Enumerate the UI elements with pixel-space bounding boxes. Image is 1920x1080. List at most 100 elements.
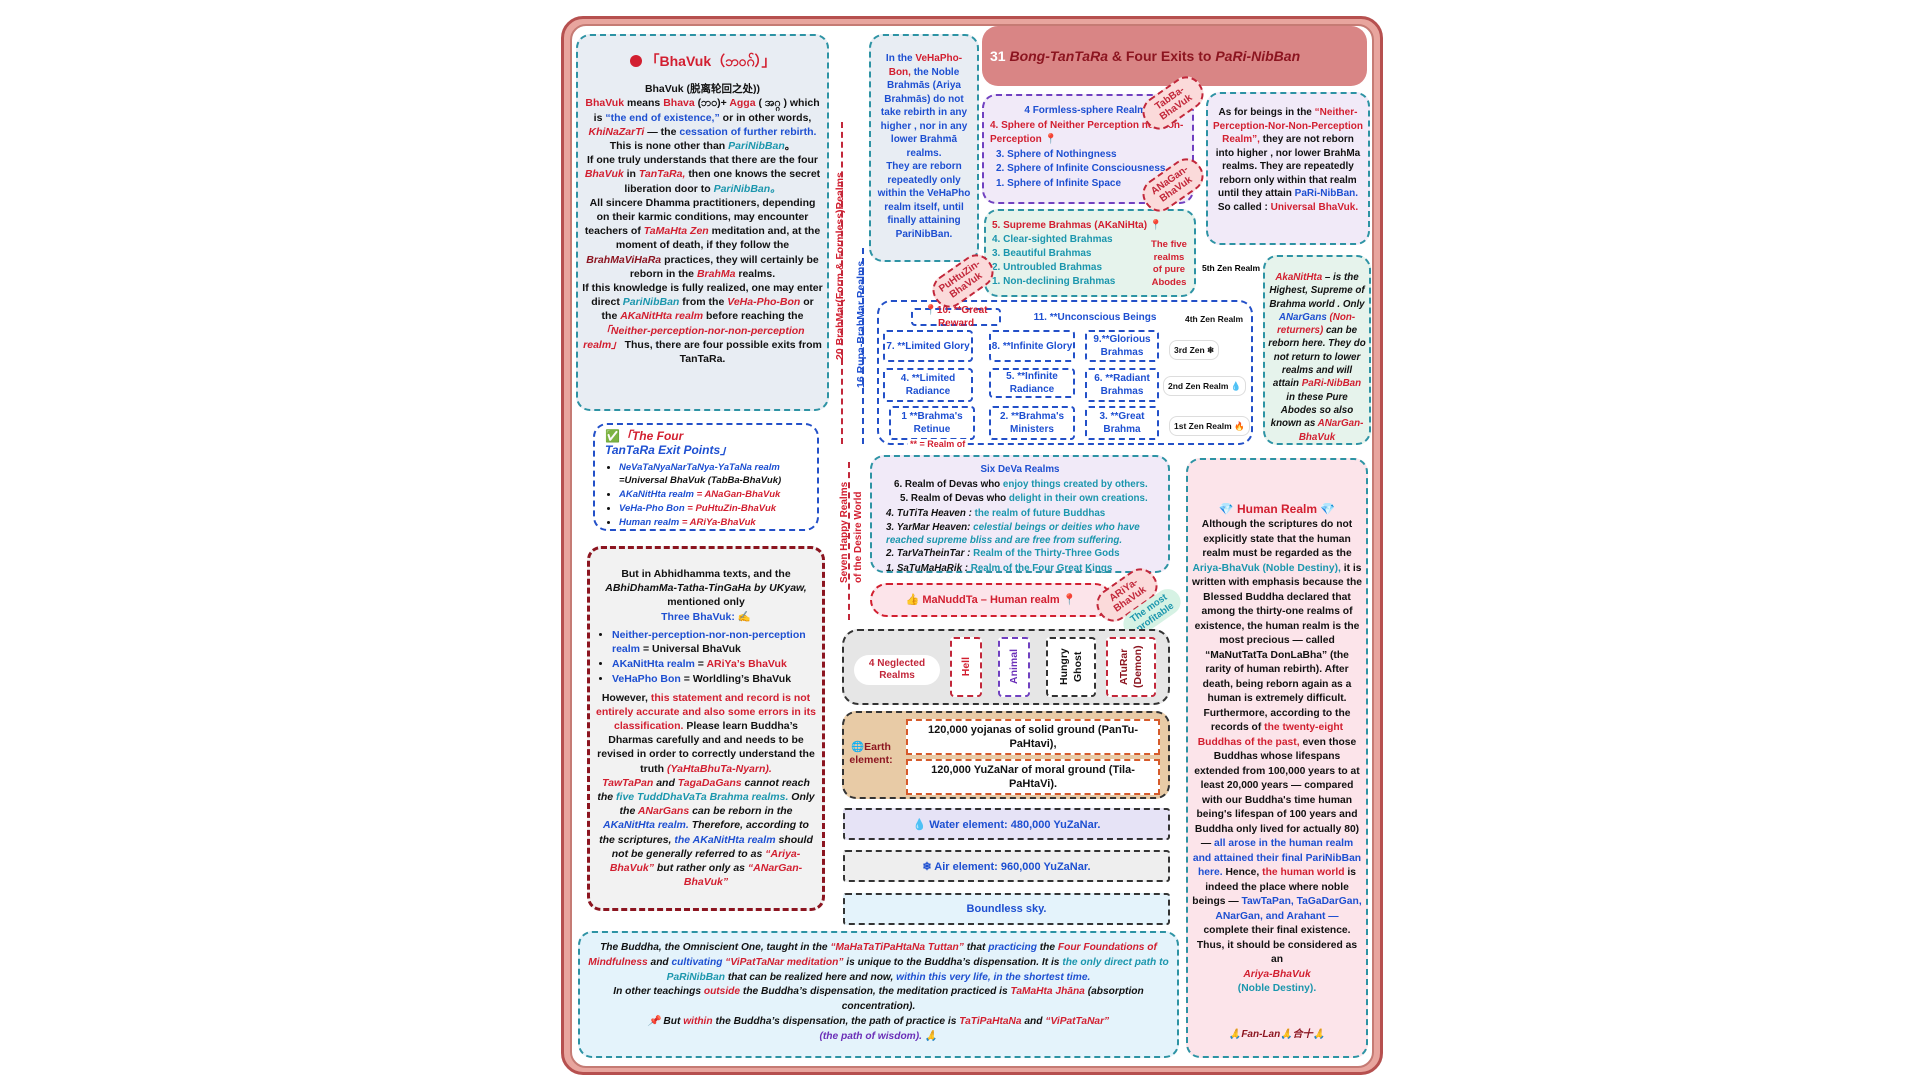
deva-item: 6. Realm of Devas who enjoy things creat… (878, 478, 1162, 493)
neglected-label: 4 Neglected Realms (854, 655, 940, 685)
anargans-term: ANarGans (1278, 311, 1327, 323)
neglected-realms-panel: 4 Neglected Realms Hell Animal Hungry Gh… (842, 629, 1170, 705)
deva-name: 1. SaTuMaHaRik : (886, 562, 969, 574)
path-of-wisdom: (the path of wisdom). (819, 1030, 922, 1042)
exit-item: NeVaTaNyaNarTaNya-YaTaNa realm=Universal… (619, 461, 811, 487)
deva-item: 3. YarMar Heaven: celestial beings or de… (878, 521, 1162, 547)
text: then one knows the secret liberation doo… (624, 168, 821, 195)
human-realm-panel: 💎 Human Realm 💎 Although the scriptures … (1186, 458, 1368, 1058)
deva-item: 2. TarVaTheinTar : Realm of the Thirty-T… (878, 547, 1162, 562)
text: realms. (738, 267, 776, 280)
text: (absorption concentration). (841, 986, 1144, 1013)
text: the Buddha’s dispensation, the meditatio… (742, 986, 1008, 998)
neglected-animal: Animal (998, 637, 1030, 697)
abhidhamma-correction: However, this statement and record is no… (594, 691, 818, 776)
pure-abode-item: 4. Clear-sighted Brahmas (992, 234, 1113, 245)
parinibban-term: PariNibBan (728, 140, 785, 153)
neglected-hungry-ghost: Hungry Ghost (1046, 637, 1096, 697)
neither-perception-term: 「Neither-perception-nor-non-perception r… (583, 324, 805, 351)
neither-perception-note: As for beings in the “Neither-Perception… (1206, 92, 1370, 245)
exit-item: VeHa-Pho Bon = PuHtuZin-BhaVuk (619, 502, 811, 515)
text: ( အဂ္ဂ ) which is (593, 97, 820, 124)
text: In other teachings (613, 986, 701, 998)
zen-1-label: 1st Zen Realm 🔥 (1169, 416, 1250, 437)
form-realm-8: 8. **Infinite Glory (989, 330, 1075, 362)
bhavuk-subtitle: BhaVuk (脱离轮回之处)) (644, 83, 761, 96)
text: = (697, 658, 704, 671)
vipattanar-meditation: “ViPatTaNar meditation” (725, 956, 844, 968)
noble-beings: TawTaPan, TaGaDarGan, ANarGan, and Araha… (1215, 896, 1362, 922)
realm-footnote: ** = Realm of (908, 439, 968, 449)
text: or in other words, (722, 111, 812, 124)
air-element: ❄ Air element: 960,000 YuZaNar. (843, 850, 1170, 882)
text: is indeed the place where noble beings — (1192, 867, 1356, 907)
text: – is the Highest, Supreme of Brahma worl… (1269, 272, 1365, 310)
brahmar-arrow (841, 122, 843, 444)
tamahta-term: TaMaHta Zen (643, 225, 709, 238)
pure-abodes-label: The five realms of pure Abodes (1151, 239, 1187, 288)
parinibban-term: PariNibBan。 (713, 182, 781, 195)
neglected-animal-label: Animal (1007, 649, 1020, 685)
bhavuk-heading: 「BhaVuk（ဘဝဂ်）」 (582, 54, 823, 68)
parinibban-term: PariNibBan (622, 296, 680, 309)
deva-desc: celestial beings or deities who have rea… (886, 522, 1140, 546)
neglected-hell: Hell (950, 637, 982, 697)
brahmavihara-term: BrahMaViHaRa (586, 253, 662, 266)
parinibban-term: PaRi-NibBan. (1294, 188, 1359, 199)
text: should not be generally referred to as (611, 833, 813, 860)
check-icon: ✅ (605, 429, 620, 443)
form-realms-panel: 📍10. **Great Reward 11. **Unconscious Be… (877, 300, 1253, 445)
form-realm-6: 6. **Radiant Brahmas (1085, 368, 1159, 402)
bhavuk-item-realm: VeHaPho Bon (612, 673, 681, 686)
arose-in-human-realm: all arose in the human realm and attaine… (1192, 838, 1362, 878)
akanittha-term: AKaNitHta realm (620, 310, 704, 323)
akanittha-note: AkaNitHta – is the Highest, Supreme of B… (1263, 255, 1371, 445)
happy-label-b: of the Desire World (853, 491, 864, 584)
pure-abode-item: 3. Beautiful Brahmas (992, 248, 1092, 259)
text: practices, they will certainly be reborn… (629, 253, 819, 280)
pure-abode-item: 5. Supreme Brahmas (AKaNiHta) 📍 (992, 220, 1163, 231)
footer-panel: The Buddha, the Omniscient One, taught i… (578, 931, 1179, 1058)
text: This is none other than (609, 140, 726, 153)
text: So called : (1217, 201, 1268, 213)
sutta-name: “MaHaTaTiPaHtaNa Tuttan” (830, 942, 964, 953)
text: However, (601, 691, 648, 704)
text: Thus, there are four possible exits from… (624, 338, 822, 366)
text: they are not reborn into higher , nor lo… (1215, 134, 1361, 199)
exit-item-bhavuk: = ARiYa-BhaVuk (681, 517, 756, 529)
tagadagans-term: TagaDaGans (677, 776, 742, 789)
human-realm-body: Although the scriptures do not explicitl… (1192, 518, 1362, 997)
praying-hands-icon: 🙏 (924, 1030, 938, 1042)
text: Although the scriptures do not explicitl… (1201, 519, 1353, 559)
text: meditation and, at the moment of death, … (615, 225, 821, 252)
tamahta-jhana: TaMaHta Jhāna (1010, 986, 1085, 998)
text: or the (601, 296, 814, 323)
deva-desc: Realm of the Four Great Kings (970, 562, 1113, 574)
bhavuk-paragraph-4: If this knowledge is fully realized, one… (582, 281, 823, 366)
text: 。 (784, 140, 796, 153)
cessation-text: cessation of further rebirth. (679, 125, 817, 138)
text: it is written with emphasis because the … (1192, 562, 1362, 734)
form-realm-9: 9.**Glorious Brahmas (1085, 330, 1159, 362)
text: If one truly understands that there are … (586, 154, 819, 167)
exit-item-realm: NeVaTaNyaNarTaNya-YaTaNa realm (619, 462, 780, 474)
exit-points-list: NeVaTaNyaNarTaNya-YaTaNa realm=Universal… (601, 461, 811, 529)
twenty-eight-buddhas: the twenty-eight Buddhas of the past, (1197, 722, 1344, 748)
exit-item-realm: AKaNitHta realm (619, 489, 694, 501)
form-realm-4: 4. **Limited Radiance (883, 368, 973, 402)
bhavuk-item-name: = Universal BhaVuk (642, 643, 741, 656)
red-dot-icon (629, 55, 642, 67)
abhidhamma-panel: But in Abhidhamma texts, and the ABhiDha… (587, 546, 825, 911)
anargan-bhavuk-term: ANarGan-BhaVuk (1298, 418, 1364, 443)
rupa-vertical-label: 16 Rupa-BrahMar Realms (855, 260, 867, 388)
header-banner: 31 Bong-TanTaRa & Four Exits to PaRi-Nib… (982, 26, 1367, 86)
form-realm-2: 2. **Brahma's Ministers (989, 406, 1075, 440)
text: Therefore, according to the scriptures, (599, 819, 809, 846)
exit-points-panel: ✅「The Four TanTaRa Exit Points」 NeVaTaNy… (593, 423, 819, 531)
exit-item-bhavuk: =Universal BhaVuk (TabBa-BhaVuk) (619, 475, 782, 487)
pure-abodes-panel: 5. Supreme Brahmas (AKaNiHta) 📍 4. Clear… (984, 209, 1196, 297)
deva-desc: delight in their own creations. (1008, 493, 1148, 504)
bhavuk-paragraph-1: BhaVuk means Bhava (ဘဝ)+ Agga ( အဂ္ဂ ) w… (582, 96, 823, 153)
deva-name: 4. TuTiTa Heaven : (886, 507, 972, 519)
exit-points-heading: ✅「The Four TanTaRa Exit Points」 (601, 429, 811, 457)
